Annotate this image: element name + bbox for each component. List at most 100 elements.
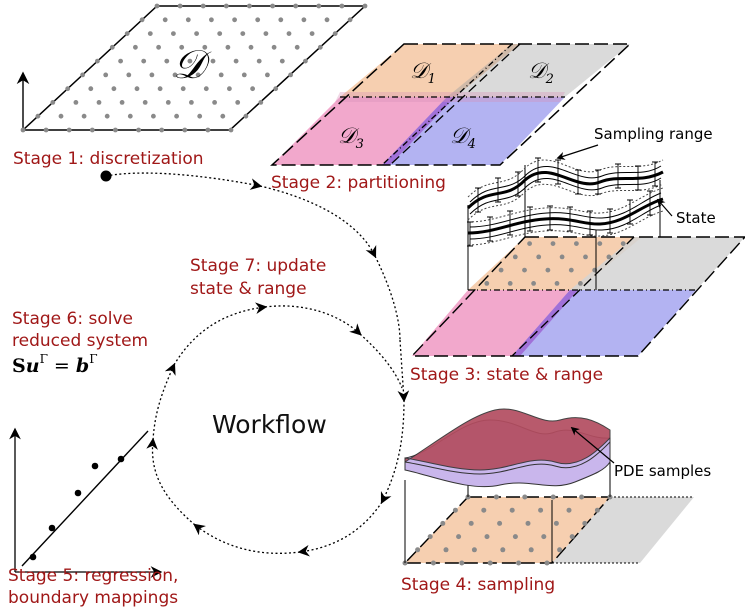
grid-dot	[172, 72, 178, 78]
error-bar	[635, 165, 641, 191]
grid-dot	[66, 127, 72, 133]
grid-dot	[81, 113, 87, 119]
partition-outline	[410, 236, 745, 357]
grid-dot	[141, 58, 147, 64]
grid-dot	[278, 17, 284, 23]
grid-dot	[136, 127, 142, 133]
grid-dot	[185, 17, 191, 23]
grid-dot	[164, 58, 170, 64]
grid-dot	[427, 534, 433, 540]
workflow-arrow-5-to-6	[146, 437, 196, 526]
grid-dot	[220, 113, 226, 119]
grid-dot	[202, 44, 208, 50]
grid-dot	[182, 127, 188, 133]
grid-dot	[139, 17, 145, 23]
grid-dot	[440, 520, 446, 526]
grid-dot	[484, 534, 490, 540]
error-bar	[595, 169, 601, 195]
subdomain-2-region	[447, 44, 630, 97]
grid-dot	[579, 494, 585, 500]
grid-dot	[88, 86, 94, 92]
grid-dot	[512, 534, 518, 540]
grid-dot	[258, 100, 264, 105]
stage1-label: Stage 1: discretization	[13, 149, 204, 169]
grid-dot	[209, 17, 214, 23]
partition-outline	[270, 43, 632, 166]
range-error-bars	[467, 157, 658, 247]
workflow-arrow-1-to-2	[105, 172, 263, 190]
state-pointer	[656, 198, 673, 217]
error-bar	[647, 190, 653, 216]
grid-dot	[557, 547, 563, 553]
grid-dot	[156, 44, 162, 50]
workflow-arrow-7-path	[359, 333, 403, 389]
grid-dot	[498, 267, 504, 273]
grid-dot	[522, 267, 527, 273]
error-bar	[527, 206, 533, 232]
grid-dot	[154, 3, 160, 9]
grid-dot	[288, 72, 293, 78]
error-bar	[567, 206, 573, 232]
error-bar	[555, 159, 561, 185]
grid-dot	[212, 100, 218, 105]
grid-dot	[545, 267, 551, 273]
state-annotation: State	[676, 209, 716, 227]
grid-dot	[339, 3, 345, 9]
error-bar	[607, 208, 613, 234]
error-bar	[467, 221, 473, 247]
grid-dot	[180, 86, 186, 92]
sampling-range-lower	[467, 210, 664, 246]
grid-dot	[507, 281, 513, 286]
grid-dot	[443, 547, 449, 553]
grid-dot	[569, 534, 575, 540]
grid-dot	[527, 241, 532, 247]
grid-dot	[255, 17, 261, 23]
grid-dot	[362, 3, 368, 9]
grid-dot	[111, 86, 117, 92]
grid-dot	[303, 58, 308, 64]
grid-dot	[233, 58, 239, 64]
grid-dot	[232, 17, 238, 23]
state-curve-front-band	[469, 192, 662, 228]
sampling-range-lower	[467, 183, 664, 221]
grid-dot	[241, 72, 247, 78]
grid-dot	[544, 560, 550, 566]
workflow-arrow-6-path	[152, 362, 176, 441]
stage6-label-line1: Stage 6: solve	[12, 309, 133, 329]
grid-dot	[582, 520, 588, 526]
error-bar	[487, 216, 493, 242]
subdomain-1-label: 𝒟1	[410, 59, 436, 87]
grid-dot	[536, 254, 542, 260]
workflow-cycle	[100, 170, 410, 557]
grid-dot	[171, 31, 176, 36]
grid-dot	[58, 113, 64, 119]
grid-dot	[522, 494, 528, 500]
grid-dot	[80, 72, 85, 78]
subdomain-2-region	[570, 237, 745, 290]
grid-dot	[512, 254, 518, 260]
workflow-arrow-4-to-5	[297, 501, 383, 557]
workflow-arrow-3-path	[374, 255, 401, 341]
error-bar	[627, 199, 633, 225]
grid-dot	[568, 267, 574, 273]
grid-dot	[270, 3, 275, 9]
partition-line	[511, 236, 635, 357]
grid-dot	[500, 547, 506, 553]
grid-dot	[528, 547, 534, 553]
grid-dot	[197, 113, 203, 119]
grid-dots	[402, 494, 613, 566]
grid-dot	[151, 113, 156, 119]
grid-dot	[279, 58, 285, 64]
grid-dot	[228, 127, 234, 133]
grid-dot	[103, 72, 109, 78]
error-bar	[515, 171, 521, 197]
grid-dot	[250, 86, 256, 92]
error-bar	[507, 210, 513, 236]
grid-dot	[227, 86, 232, 92]
state-curve-back	[466, 170, 664, 210]
grid-dot	[293, 3, 299, 9]
error-bar	[587, 210, 593, 236]
grid-dot	[430, 560, 436, 566]
grid-dot	[309, 31, 315, 36]
